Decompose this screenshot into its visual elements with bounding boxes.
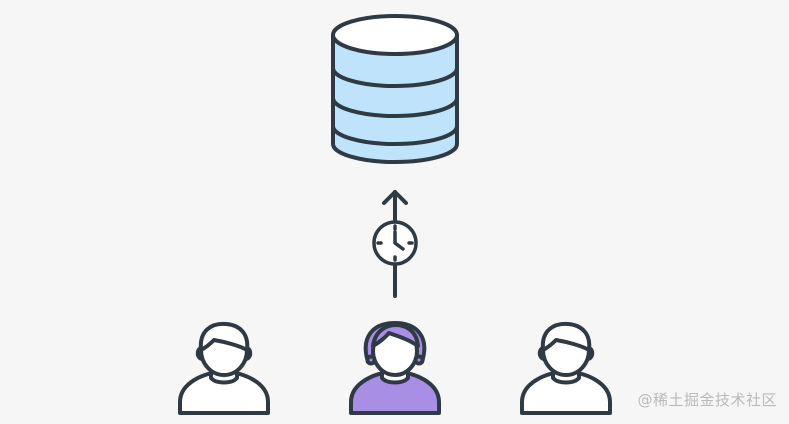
user-icon — [178, 321, 270, 415]
database-icon — [331, 14, 459, 164]
database-band-1 — [331, 66, 459, 88]
user-right-ear-r — [586, 346, 595, 361]
user-left-ear-l — [195, 346, 204, 361]
database-top — [331, 14, 459, 56]
user-middle-earring-l — [365, 354, 377, 366]
user-left-ear-r — [244, 346, 253, 361]
clock-hands — [393, 230, 405, 251]
arrow-head — [382, 190, 408, 205]
clock-icon — [372, 220, 418, 266]
database-band-2 — [331, 96, 459, 118]
user-middle-earring-r — [413, 354, 425, 366]
watermark-text: @稀土掘金技术社区 — [637, 391, 777, 409]
database-band-3 — [331, 124, 459, 146]
user-right-ear-l — [537, 346, 546, 361]
user-icon — [520, 321, 612, 415]
user-highlighted-icon — [349, 321, 441, 415]
user-middle-bangs — [371, 323, 420, 348]
database-body — [331, 33, 459, 164]
